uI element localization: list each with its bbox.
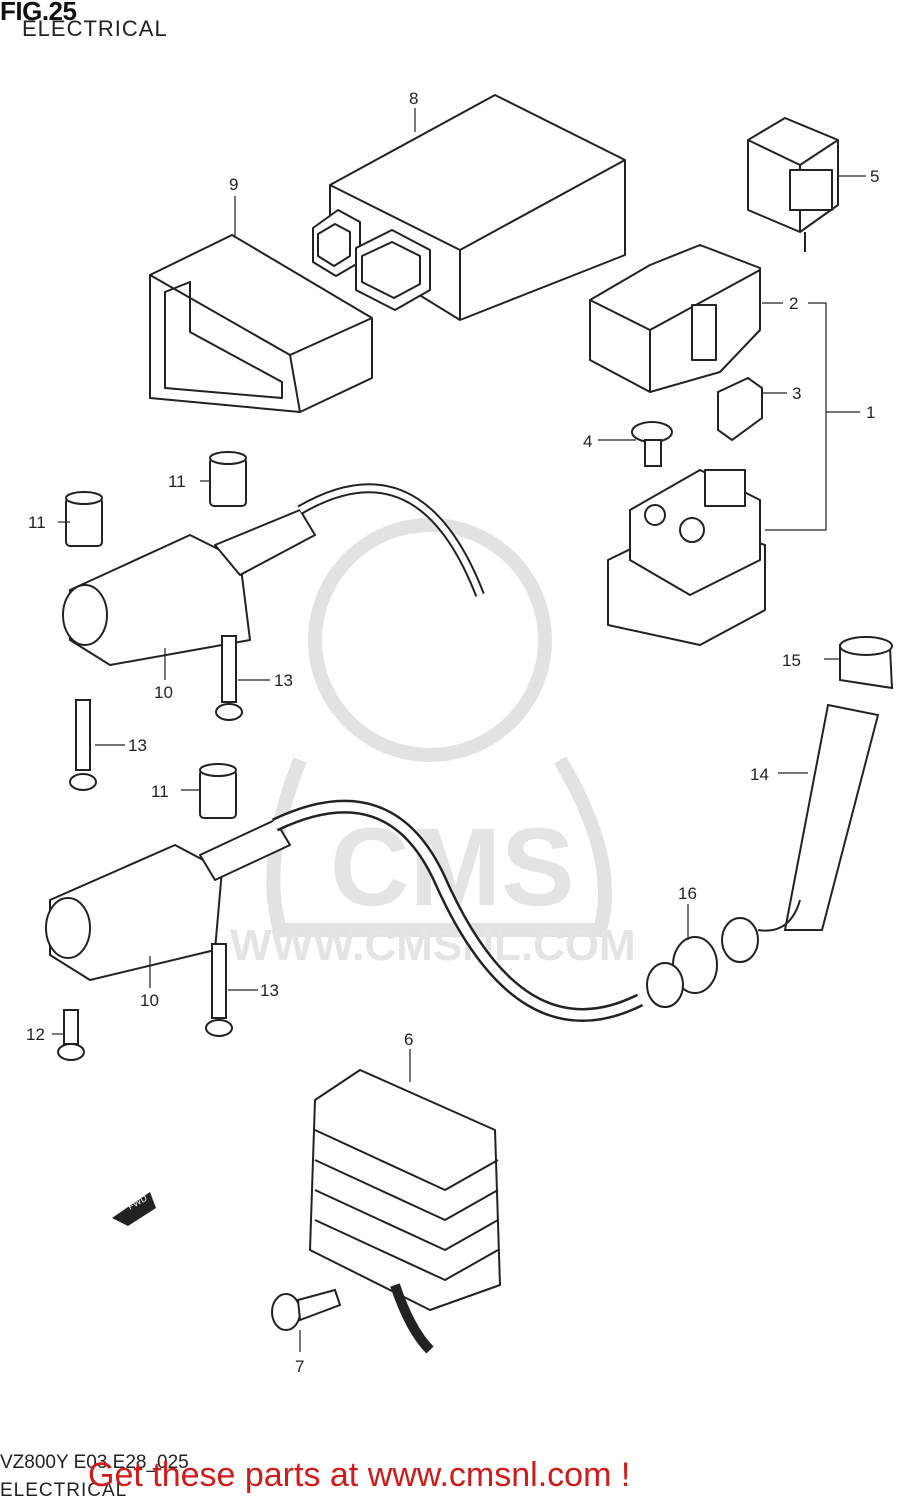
part-1-starter-relay-body[interactable] bbox=[607, 469, 766, 646]
part-3-fuse[interactable] bbox=[717, 376, 763, 442]
part-13-bolts[interactable] bbox=[69, 635, 243, 1037]
callout-2: 2 bbox=[789, 294, 798, 313]
callout-13-middle: 13 bbox=[128, 736, 147, 755]
callout-10-upper: 10 bbox=[154, 683, 173, 702]
part-10-ignition-coil-lower[interactable] bbox=[45, 799, 644, 1022]
callout-1: 1 bbox=[866, 403, 875, 422]
callout-12: 12 bbox=[26, 1025, 45, 1044]
part-15-cap[interactable] bbox=[839, 636, 894, 690]
leader-lines bbox=[52, 108, 866, 1352]
watermark-url: WWW.CMSNL.COM bbox=[230, 921, 636, 970]
figure-title: FIG.25 bbox=[0, 0, 77, 26]
callout-3: 3 bbox=[792, 384, 801, 403]
part-14-plug-cap[interactable] bbox=[721, 703, 880, 963]
part-7-bolt[interactable] bbox=[271, 1288, 342, 1331]
part-10-ignition-coil-upper[interactable] bbox=[62, 483, 485, 666]
callout-13-bottom: 13 bbox=[260, 981, 279, 1000]
callout-11-left: 11 bbox=[28, 513, 46, 532]
watermark-text: CMS WWW.CMSNL.COM bbox=[230, 806, 636, 970]
part-9-cover[interactable] bbox=[149, 234, 373, 413]
callout-9: 9 bbox=[229, 175, 238, 194]
callout-6: 6 bbox=[404, 1030, 413, 1049]
callout-4: 4 bbox=[583, 432, 592, 451]
callout-15: 15 bbox=[782, 651, 801, 670]
callout-10-lower: 10 bbox=[140, 991, 159, 1010]
callout-13-top: 13 bbox=[274, 671, 293, 690]
promo-link[interactable]: Get these parts at www.cmsnl.com ! bbox=[88, 1456, 631, 1494]
fwd-direction-arrow: FWD bbox=[112, 1192, 156, 1226]
model-code: VZ800Y E03.E28_025 bbox=[0, 1452, 189, 1473]
part-6-regulator[interactable] bbox=[309, 1069, 501, 1354]
part-5-relay[interactable] bbox=[747, 117, 839, 252]
callout-14: 14 bbox=[750, 765, 769, 784]
callout-11-top: 11 bbox=[168, 472, 186, 491]
part-2-starter-relay-cover[interactable] bbox=[589, 244, 761, 393]
part-12-bolt[interactable] bbox=[57, 1009, 85, 1061]
watermark-mascot-head bbox=[308, 518, 552, 762]
part-8-igniter[interactable] bbox=[312, 94, 626, 321]
callout-labels: 1 2 3 4 5 6 7 8 9 10 10 11 11 11 12 13 1… bbox=[26, 89, 879, 1376]
callout-11-middle: 11 bbox=[151, 782, 169, 801]
callout-16: 16 bbox=[678, 884, 697, 903]
footer-section-label: ELECTRICAL bbox=[0, 1480, 128, 1501]
part-4-bolt[interactable] bbox=[631, 421, 673, 467]
part-16-grommet[interactable] bbox=[646, 936, 718, 1008]
callout-7: 7 bbox=[295, 1357, 304, 1376]
section-title: ELECTRICAL bbox=[22, 16, 168, 41]
callout-5: 5 bbox=[870, 167, 879, 186]
part-11-spacers[interactable] bbox=[65, 451, 247, 819]
callout-8: 8 bbox=[409, 89, 418, 108]
